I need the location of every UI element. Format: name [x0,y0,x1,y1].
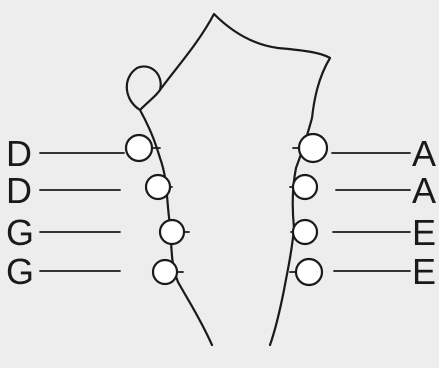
peg-label-left-2: D [6,170,32,211]
tuning-peg-right-1 [299,134,327,162]
peg-label-right-2: A [412,170,436,211]
peg-label-left-1: D [6,133,32,174]
peg-shafts [152,148,298,272]
peg-label-left-3: G [6,212,34,253]
right-leaders [332,153,410,271]
tuning-peg-left-1 [126,135,152,161]
peg-label-right-3: E [412,212,436,253]
left-pegs [126,135,184,284]
peg-label-left-4: G [6,251,34,292]
tuning-peg-left-3 [160,220,184,244]
tuning-peg-right-4 [296,259,322,285]
peg-label-right-4: E [412,251,436,292]
right-pegs [293,134,327,285]
tuning-peg-right-2 [293,175,317,199]
headstock-scroll-detail [140,90,160,110]
tuning-peg-left-2 [146,175,170,199]
right-labels: A A E E [412,133,436,292]
peg-label-right-1: A [412,133,436,174]
tuning-peg-right-3 [293,220,317,244]
tuning-peg-left-4 [153,260,177,284]
left-leaders [40,153,124,271]
left-labels: D D G G [6,133,34,292]
